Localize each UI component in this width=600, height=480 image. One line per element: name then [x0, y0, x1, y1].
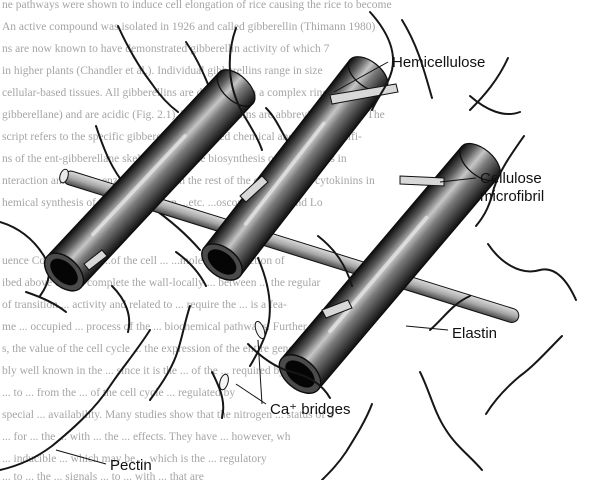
background-text-line: ibed above do not complete the wall-loca… [2, 277, 321, 289]
background-text-line: ... for ... the ... with ... the ... eff… [2, 431, 291, 443]
background-text-line: nteraction among the enzymes and with th… [2, 175, 375, 187]
background-text-line: ne pathways were shown to induce cell el… [2, 0, 392, 11]
background-text-line: in higher plants (Chandler et al.). Indi… [2, 65, 323, 77]
background-text-line: ... to ... from the ... of the cell cycl… [2, 387, 235, 399]
background-text-line: of transition ... activity and related t… [2, 299, 287, 311]
label-ca-bridges: Ca⁺ bridges [270, 401, 350, 418]
background-text-line: An active compound was isolated in 1926 … [2, 21, 376, 33]
background-text-line: ... to ... the ... signals ... to ... wi… [2, 471, 204, 480]
label-cellulose-microfibril: Cellulose microfibril [480, 170, 546, 205]
background-text-line: ns are now known to have demonstrated gi… [2, 43, 330, 55]
label-cellulose-line1: Cellulose [480, 170, 542, 187]
label-cellulose-line2: microfibril [480, 188, 544, 205]
label-elastin: Elastin [452, 325, 497, 342]
label-hemicellulose: Hemicellulose [392, 54, 485, 71]
label-pectin: Pectin [110, 457, 152, 474]
